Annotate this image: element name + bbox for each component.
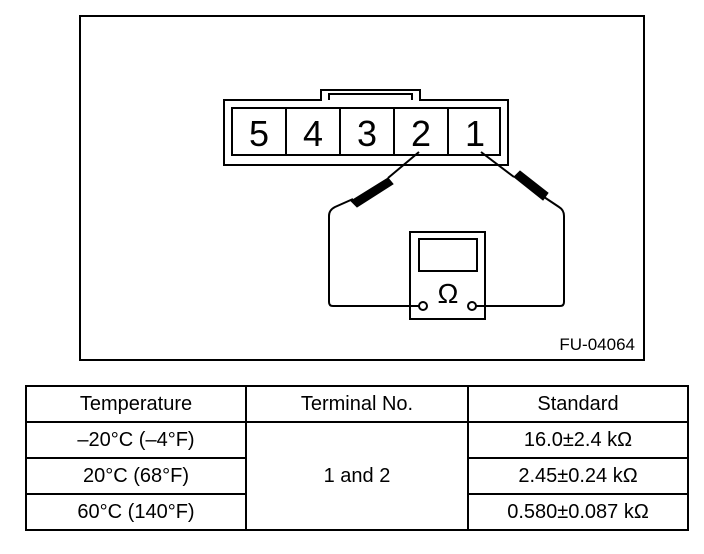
figure-id: FU-04064	[559, 335, 635, 354]
right-lead-wire	[475, 151, 565, 307]
left-lead-wire	[328, 151, 420, 307]
header-terminal-no: Terminal No.	[245, 385, 469, 423]
terminal-label-4: 4	[303, 113, 323, 154]
left-probe-tip	[350, 177, 394, 208]
terminal-label-5: 5	[249, 113, 269, 154]
standard-cell: 2.45±0.24 kΩ	[467, 457, 689, 495]
connector-outline	[223, 89, 509, 166]
temperature-cell: 60°C (140°F)	[25, 493, 247, 531]
table-row: –20°C (–4°F) 1 and 2 16.0±2.4 kΩ	[25, 421, 689, 531]
terminal-label-1: 1	[465, 113, 485, 154]
table-row: 60°C (140°F) 0.580±0.087 kΩ	[25, 493, 689, 531]
connector	[223, 89, 509, 166]
ohm-symbol: Ω	[438, 278, 459, 309]
header-standard: Standard	[467, 385, 689, 423]
right-probe-tip	[513, 170, 549, 201]
connector-latch	[328, 93, 413, 100]
diagram-frame: 5 4 3 2 1 Ω FU-04064	[79, 15, 645, 361]
table-row: 20°C (68°F) 2.45±0.24 kΩ	[25, 457, 689, 495]
ohmmeter-display	[418, 238, 478, 272]
standard-cell: 0.580±0.087 kΩ	[467, 493, 689, 531]
ohmmeter-body	[409, 231, 486, 320]
temperature-cell: –20°C (–4°F)	[25, 421, 247, 459]
probe-tips	[350, 170, 549, 208]
resistance-spec-table: Temperature Terminal No. Standard –20°C …	[25, 385, 689, 531]
connector-resistance-diagram: 5 4 3 2 1 Ω	[223, 89, 565, 320]
ohmmeter-terminal-left	[418, 301, 428, 311]
ohmmeter-terminal-right	[467, 301, 477, 311]
probe-leads	[328, 151, 565, 307]
table-header-row: Temperature Terminal No. Standard	[25, 385, 689, 423]
standard-cell: 16.0±2.4 kΩ	[467, 421, 689, 459]
terminal-label-3: 3	[357, 113, 377, 154]
header-temperature: Temperature	[25, 385, 247, 423]
terminal-label-2: 2	[411, 113, 431, 154]
temperature-cell: 20°C (68°F)	[25, 457, 247, 495]
ohmmeter	[409, 231, 486, 320]
terminal-no-cell: 1 and 2	[245, 421, 469, 531]
terminal-cavity-row	[231, 107, 501, 156]
